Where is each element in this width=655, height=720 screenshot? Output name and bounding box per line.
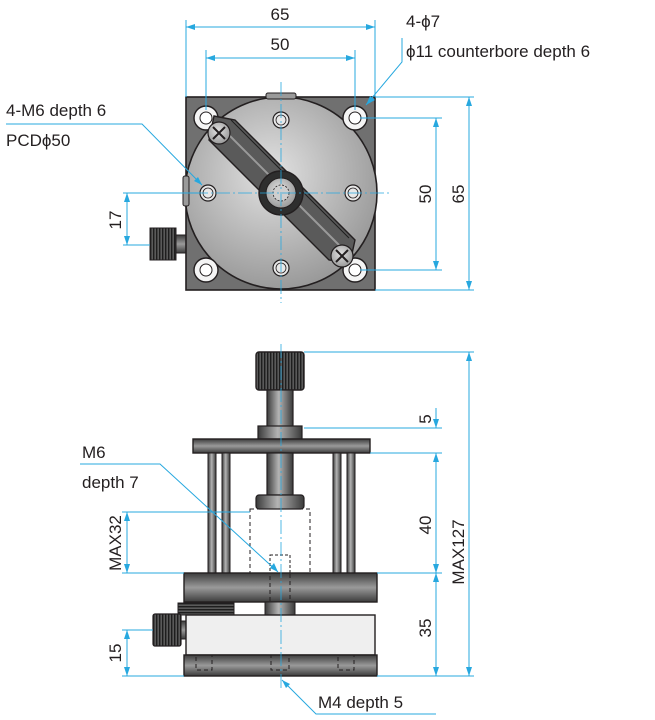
dim-label-max32: MAX32: [106, 515, 125, 571]
dim-label-35: 35: [416, 619, 435, 638]
top-view-counterbore-holes: [193, 105, 368, 283]
note-holes-line2: ϕ11 counterbore depth 6: [406, 42, 590, 61]
note-holes-line1: 4-ϕ7: [406, 12, 440, 31]
top-view: 65 50 50 65: [6, 5, 590, 303]
dim-label-50-right: 50: [416, 185, 435, 204]
dim-base-35: 35: [377, 573, 474, 677]
leader-base-tap-note: M4 depth 5: [281, 679, 436, 715]
dim-label-65-top: 65: [271, 5, 290, 24]
side-view-hidden-holes: [195, 654, 355, 671]
note-base-tap: M4 depth 5: [318, 693, 403, 712]
dim-label-max127: MAX127: [449, 519, 468, 584]
side-view-top-plate: [192, 438, 371, 454]
side-view-middle-plate: [183, 572, 378, 603]
dim-top-width-65: 65: [185, 5, 376, 97]
dim-knob-offset-17: 17: [106, 192, 200, 246]
note-taps-line2: PCDϕ50: [6, 131, 70, 150]
dim-upper-40: 40: [377, 453, 442, 574]
side-view-bottom-plate: [183, 654, 378, 677]
dim-label-17: 17: [106, 211, 125, 230]
top-view-micrometer-knob: [149, 227, 189, 261]
note-taps-line1: 4-M6 depth 6: [6, 101, 106, 120]
dim-right-height-50: 50: [360, 117, 442, 271]
dim-right-height-65: 65: [375, 96, 474, 291]
side-view: 5 40 35 MAX127: [80, 344, 474, 715]
dim-label-65-right: 65: [449, 185, 468, 204]
dim-top-width-50: 50: [205, 35, 356, 110]
dim-travel-max32: MAX32: [106, 511, 250, 574]
leader-tapped-note: 4-M6 depth 6 PCDϕ50: [6, 101, 203, 186]
side-view-spindle: [249, 452, 311, 574]
dim-knob-15: 15: [106, 629, 184, 677]
side-view-top-knob: [255, 351, 305, 440]
top-view-clamp-screws: [207, 121, 354, 268]
dim-total-max127: MAX127: [304, 351, 474, 676]
note-center-tap-line1: M6: [82, 443, 106, 462]
dim-plate-5: 5: [304, 408, 442, 466]
side-view-base-block: [185, 614, 376, 656]
dim-label-15: 15: [106, 644, 125, 663]
leader-center-tap-note: M6 depth 7: [80, 443, 279, 573]
leader-counterbore-note: 4-ϕ7 ϕ11 counterbore depth 6: [365, 12, 590, 106]
note-center-tap-line2: depth 7: [82, 473, 139, 492]
dim-label-5: 5: [416, 414, 435, 423]
dim-label-50-top: 50: [271, 35, 290, 54]
dim-label-40: 40: [416, 516, 435, 535]
